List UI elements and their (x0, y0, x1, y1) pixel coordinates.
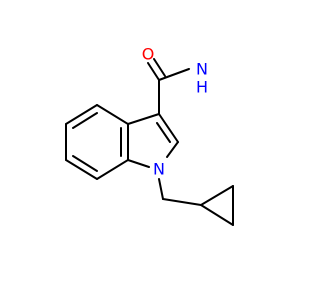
amide-nitrogen-label: N (196, 60, 208, 79)
bond-c3-c2-inner (156, 122, 171, 143)
molecule-diagram: O N H N (65, 45, 234, 226)
bond-carbonyl-nitrogen (158, 68, 190, 81)
bond-c3a-c4 (96, 104, 129, 125)
bond-c4-c5 (65, 104, 98, 125)
atom-labels: O N H N (142, 45, 208, 179)
bond-ch2-cyclopropyl (162, 198, 202, 206)
bond-c2-n1 (166, 141, 179, 158)
bonds (65, 58, 234, 226)
bond-c6-c7-inner (72, 155, 98, 172)
bond-c3-c2 (158, 113, 179, 143)
oxygen-label: O (142, 45, 155, 64)
structure-svg: O N H N (65, 45, 234, 226)
amide-hydrogen-label: H (196, 78, 208, 97)
bond-c7-c7a (96, 159, 129, 180)
indole-nitrogen-label: N (153, 160, 165, 179)
bond-carbonyl-oxygen-second (153, 58, 166, 77)
bond-n1-c7a (127, 159, 150, 168)
bond-carbonyl-oxygen (147, 62, 160, 81)
bond-c6-c7 (65, 159, 98, 180)
bond-cyclopropyl-a (200, 185, 234, 206)
bond-n1-ch2 (158, 178, 164, 200)
bond-c3a-c3 (127, 113, 160, 125)
bond-c4-c5-inner (72, 112, 98, 129)
bond-cyclopropyl-c (200, 204, 234, 226)
